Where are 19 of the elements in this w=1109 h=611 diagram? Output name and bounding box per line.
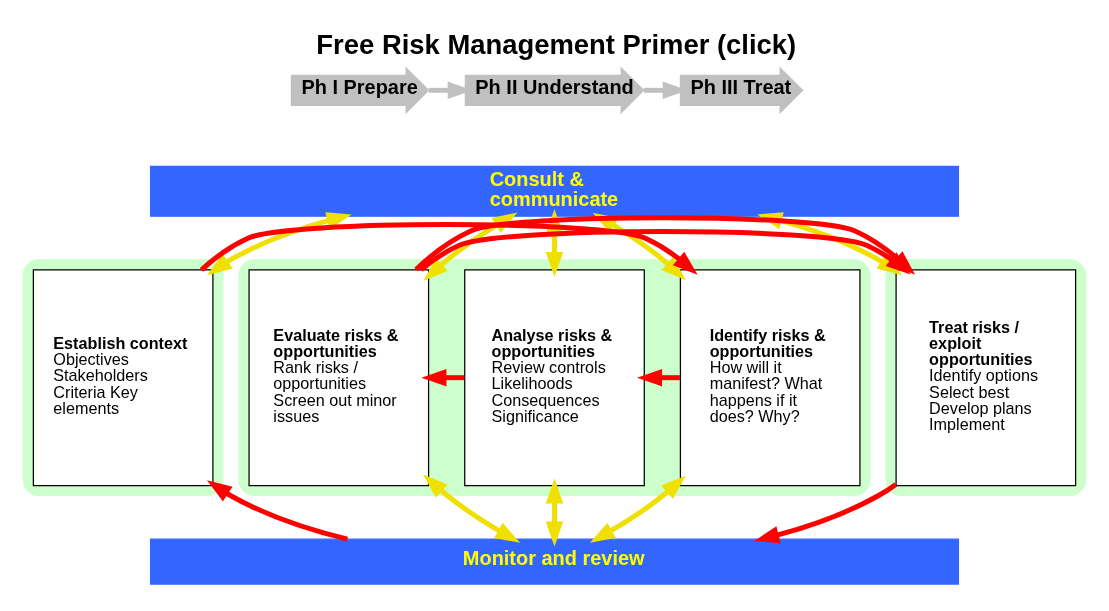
node-box: Identify risks & opportunities How will it manifest? What happens if it does? Why?	[679, 268, 861, 486]
arrow	[199, 221, 698, 275]
arrow	[754, 481, 898, 543]
node-box: Treat risks / exploit opportunities Identify options Select best Develop plans Implement	[895, 268, 1077, 486]
node-box: Monitor and review	[149, 538, 960, 585]
arrow	[589, 475, 686, 543]
diagram-title: Free Risk Management Primer (click)	[316, 28, 797, 60]
arrow	[423, 473, 521, 543]
cluster	[885, 258, 1087, 496]
node-box: Consult & communicate	[149, 165, 960, 217]
arrow	[421, 368, 465, 386]
cluster	[22, 258, 224, 496]
node-box: Evaluate risks & opportunities Rank risks / opportunities Screen out minor issues	[248, 268, 430, 486]
arrow	[545, 477, 564, 546]
node-box: Establish context Objectives Stakeholders Criteria Key elements	[32, 268, 214, 486]
arrow	[637, 368, 680, 386]
arrow	[206, 211, 352, 275]
arrow	[206, 479, 348, 541]
node-box: Analyse risks & opportunities Review controls Likelihoods Consequences Significance	[464, 268, 645, 486]
